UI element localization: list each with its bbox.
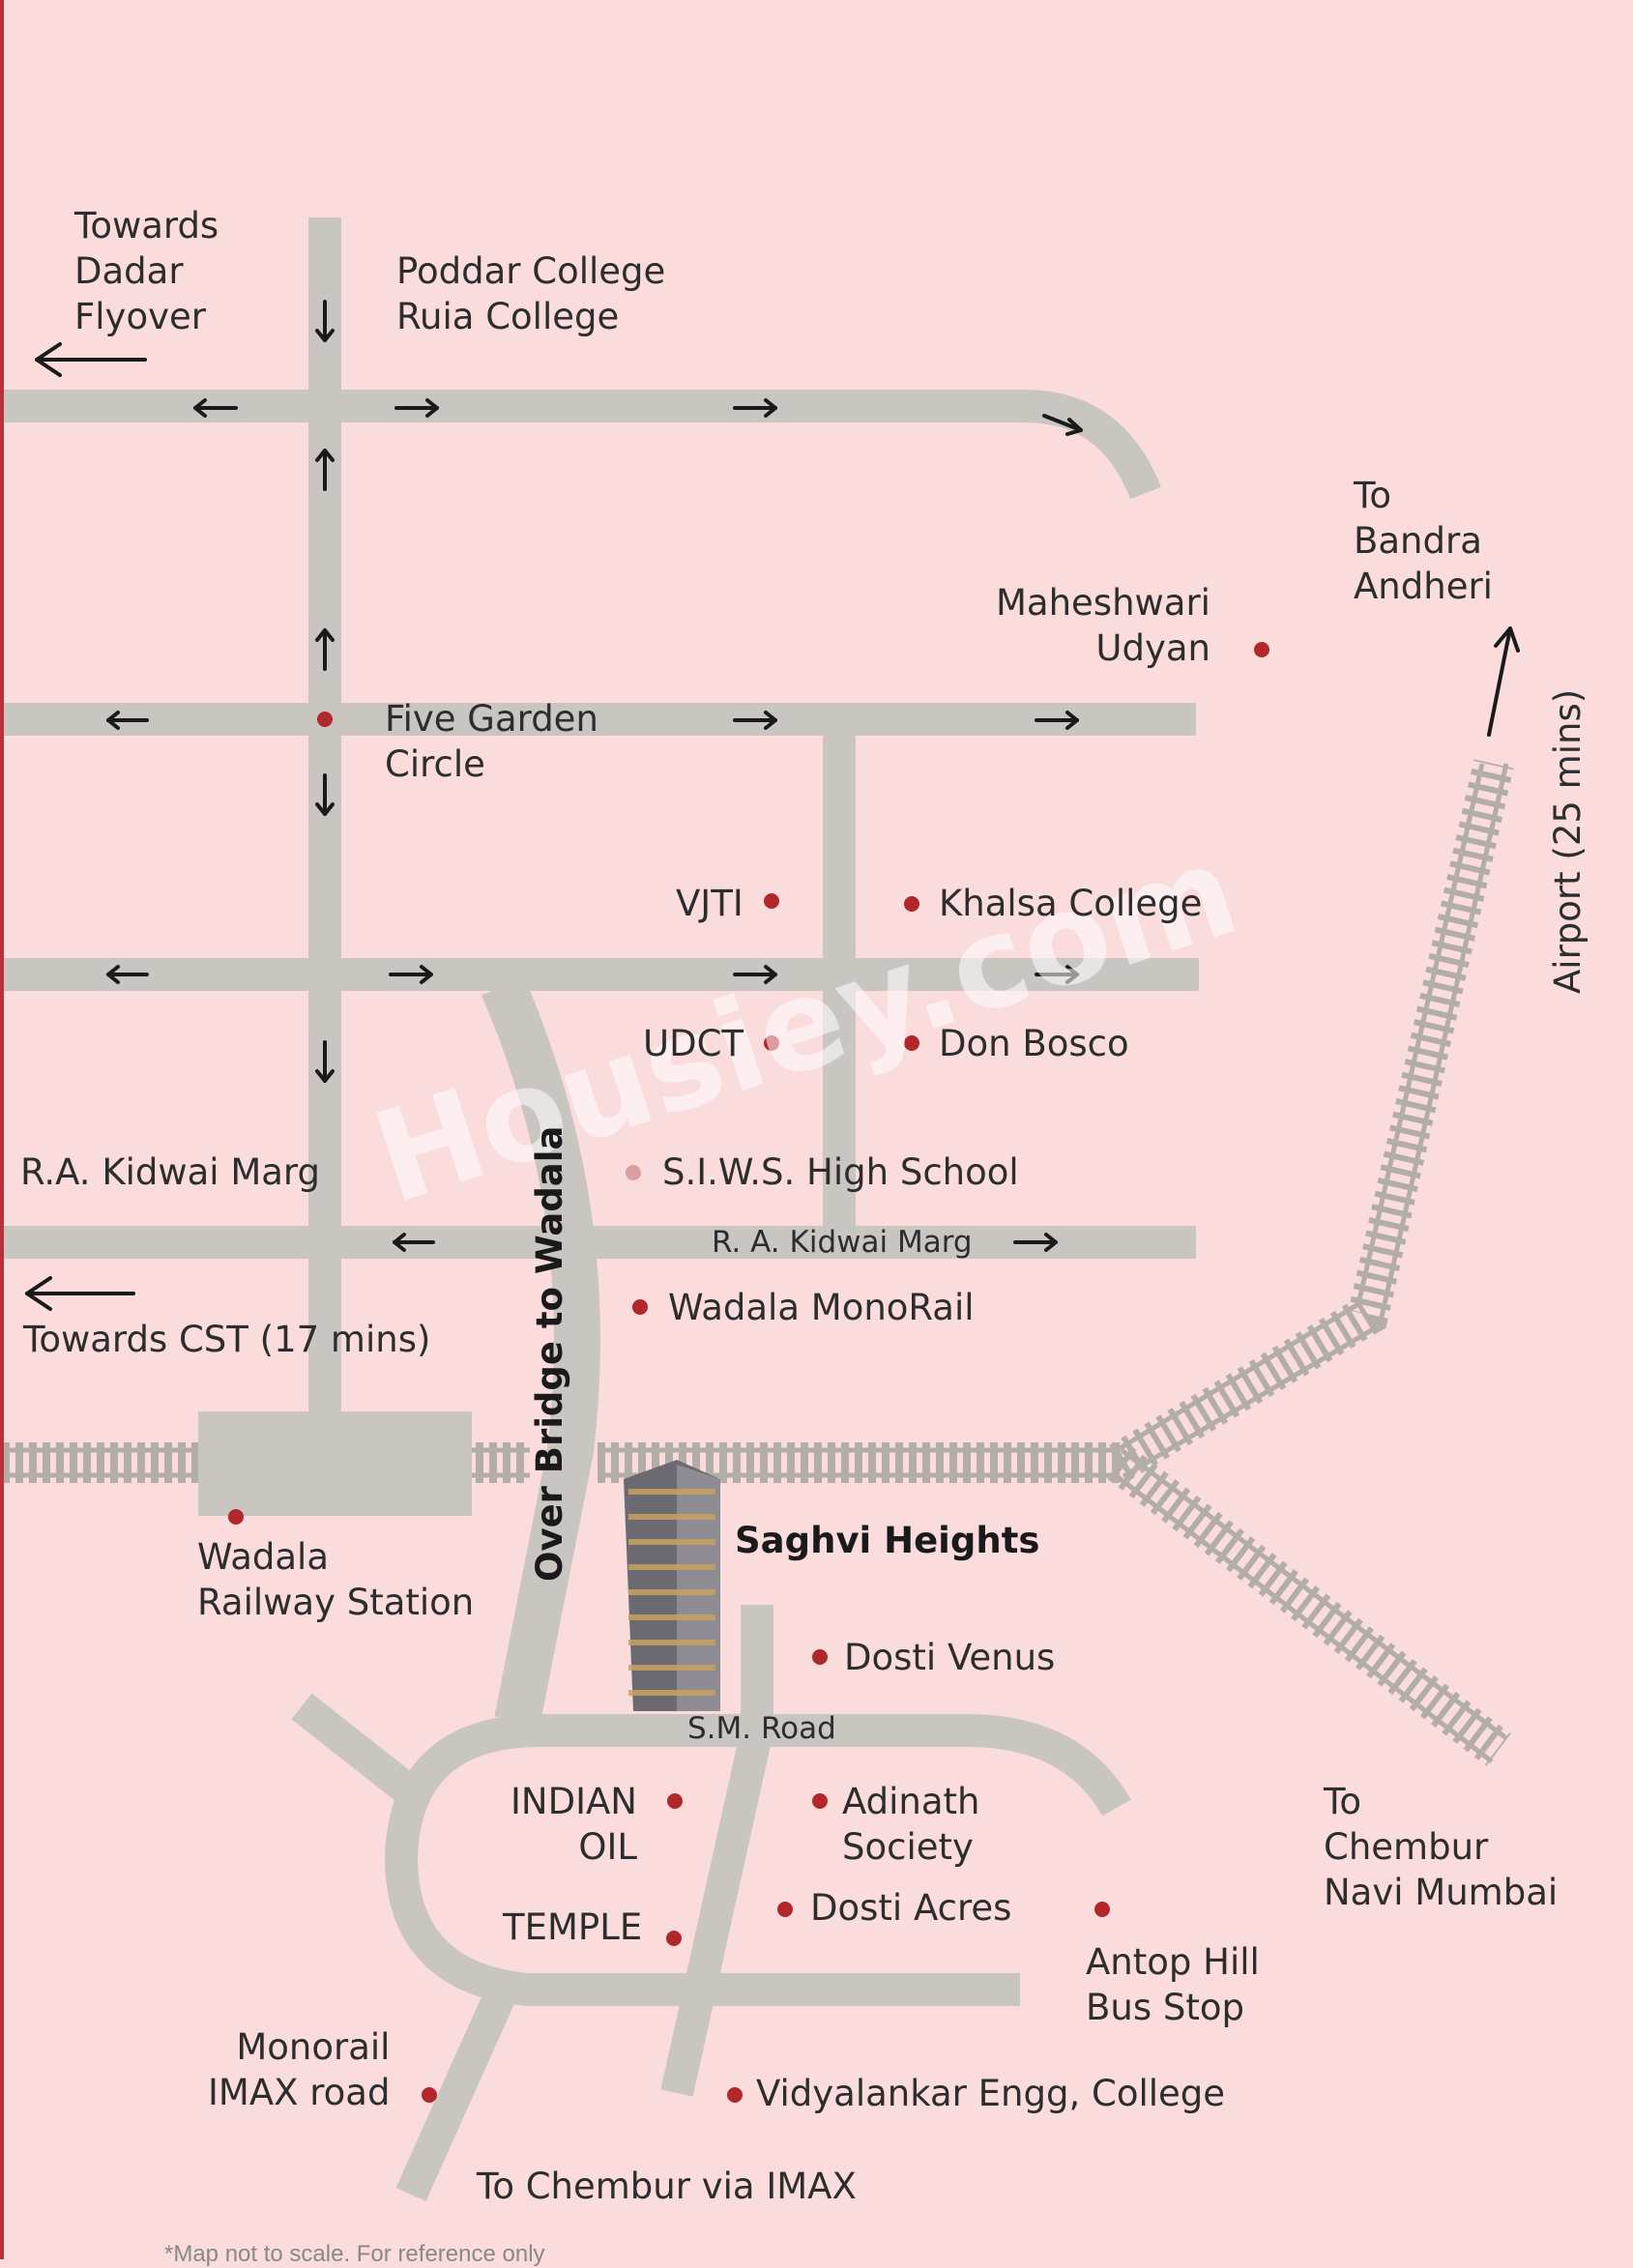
small-arrow (733, 965, 777, 984)
station-block (198, 1411, 472, 1516)
small-arrow (315, 449, 335, 491)
dot-maheshwari (1254, 642, 1269, 657)
dot-don-bosco (904, 1035, 919, 1051)
label-ra-kidwai-road: R. A. Kidwai Marg (712, 1225, 973, 1260)
road-network (0, 218, 1199, 2201)
building-illustration (624, 1460, 720, 1711)
road-over-bridge (481, 976, 600, 1726)
dot-antop-hill (1094, 1902, 1110, 1917)
rail-track-northeast (1109, 759, 1514, 1481)
small-arrow (106, 711, 149, 730)
small-arrow (1035, 965, 1079, 984)
label-don-bosco: Don Bosco (939, 1023, 1129, 1064)
label-to-chembur-navi: To Chembur Navi Mumbai (1324, 1781, 1559, 1913)
dot-wadala-monorail (632, 1299, 648, 1315)
dot-adinath (812, 1793, 828, 1809)
label-dosti-venus: Dosti Venus (844, 1637, 1056, 1678)
small-arrow (193, 398, 238, 418)
dot-udct (764, 1035, 779, 1051)
label-poddar-ruia: Poddar College Ruia College (396, 250, 666, 337)
label-to-bandra: To Bandra Andheri (1354, 475, 1493, 607)
label-antop-hill: Antop Hill Bus Stop (1086, 1941, 1260, 2028)
label-airport: Airport (25 mins) (1547, 688, 1589, 994)
road-top (0, 390, 1161, 500)
dot-dosti-acres (777, 1902, 793, 1917)
label-towards-dadar: Towards Dadar Flyover (74, 205, 219, 337)
small-arrow (315, 1040, 335, 1083)
road-loop (384, 1714, 1020, 2006)
small-arrow (315, 628, 335, 671)
label-indian-oil: INDIAN OIL (510, 1781, 637, 1868)
label-dosti-acres: Dosti Acres (810, 1887, 1012, 1929)
direction-arrows (25, 300, 1520, 1311)
arrow-towards-cst (25, 1276, 135, 1311)
label-temple: TEMPLE (503, 1906, 643, 1948)
dot-temple (666, 1931, 682, 1946)
road-imax (395, 1983, 518, 2201)
label-towards-cst: Towards CST (17 mins) (23, 1319, 431, 1360)
label-sm-road: S.M. Road (687, 1711, 836, 1746)
dot-siws (626, 1165, 641, 1180)
road-loop-diag (291, 1693, 417, 1802)
small-arrow (393, 1233, 435, 1252)
small-arrow (389, 965, 433, 984)
small-arrow (733, 711, 777, 730)
label-project: Saghvi Heights (735, 1520, 1040, 1561)
dot-five-garden (317, 712, 333, 727)
small-arrow (315, 300, 335, 342)
dot-vjti (764, 893, 779, 909)
label-to-chembur-imax: To Chembur via IMAX (477, 2166, 857, 2207)
label-adinath: Adinath Society (842, 1781, 980, 1868)
small-arrow (733, 398, 777, 418)
arrow-towards-dadar (35, 342, 147, 377)
small-arrow (315, 773, 335, 816)
label-wadala-monorail: Wadala MonoRail (668, 1287, 975, 1328)
rail-track-southeast (1107, 1446, 1511, 1766)
dot-vidyalankar (727, 2087, 743, 2103)
landmark-dots (228, 642, 1269, 2103)
rail-track-west (0, 1442, 198, 1483)
small-arrow (394, 398, 439, 418)
dot-monorail-imax (422, 2087, 437, 2103)
label-udct: UDCT (643, 1023, 744, 1064)
label-monorail-imax: Monorail IMAX road (208, 2026, 391, 2113)
label-khalsa: Khalsa College (939, 883, 1203, 924)
railway (0, 759, 1514, 1766)
rail-track-center-a (472, 1442, 530, 1483)
label-vidyalankar: Vidyalankar Engg, College (756, 2073, 1226, 2114)
small-arrow (1013, 1233, 1058, 1252)
dot-indian-oil (667, 1793, 683, 1809)
dot-wadala-station (228, 1509, 244, 1525)
label-siws: S.I.W.S. High School (662, 1151, 1019, 1193)
label-wadala-station: Wadala Railway Station (197, 1536, 475, 1623)
label-over-bridge: Over Bridge to Wadala (529, 1125, 570, 1582)
small-arrow (106, 965, 149, 984)
rail-track-center-b (598, 1442, 1120, 1483)
dot-khalsa (904, 896, 919, 912)
label-five-garden: Five Garden Circle (385, 698, 598, 785)
label-maheshwari: Maheshwari Udyan (996, 582, 1210, 669)
arrow-to-bandra (1487, 626, 1520, 737)
road-vertical-south (660, 1605, 773, 2097)
left-border (0, 0, 4, 2259)
small-arrow (1035, 711, 1079, 730)
small-arrow (1042, 414, 1083, 436)
dot-dosti-venus (812, 1649, 828, 1665)
label-vjti: VJTI (676, 883, 744, 924)
road-sm (541, 1714, 1131, 1817)
footnote: *Map not to scale. For reference only (164, 2241, 545, 2267)
label-ra-kidwai-left: R.A. Kidwai Marg (20, 1151, 320, 1193)
